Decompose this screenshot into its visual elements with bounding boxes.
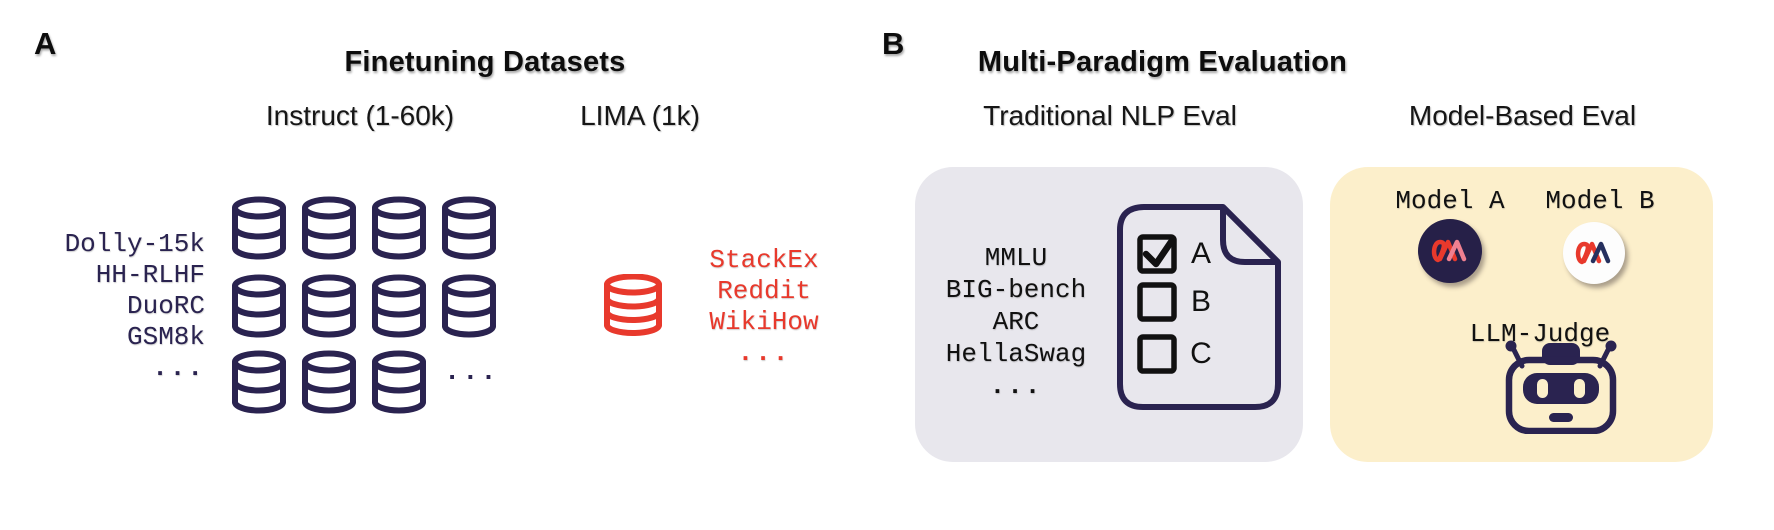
benchmark-name: BIG-bench bbox=[945, 275, 1087, 305]
model-b-logo bbox=[1563, 222, 1625, 284]
dataset-name: GSM8k bbox=[126, 322, 205, 352]
model-based-eval-heading: Model-Based Eval bbox=[1408, 100, 1637, 131]
panel-a-title: Finetuning Datasets bbox=[344, 46, 626, 78]
benchmark-name: HellaSwag bbox=[945, 339, 1087, 369]
panel-b-label: B bbox=[882, 26, 905, 61]
llm-judge-label: LLM-Judge bbox=[1469, 319, 1611, 349]
dataset-name: Dolly-15k bbox=[64, 229, 205, 259]
traditional-eval-panel bbox=[915, 167, 1303, 462]
model-based-eval-panel bbox=[1330, 167, 1713, 462]
model-a-squiggle-icon bbox=[1431, 239, 1467, 263]
panel-b-title: Multi-Paradigm Evaluation bbox=[977, 46, 1348, 78]
database-icon bbox=[300, 274, 358, 338]
checkmark-icon bbox=[1142, 238, 1175, 268]
answer-option-a: A bbox=[1190, 237, 1211, 270]
benchmark-name: ARC bbox=[992, 307, 1040, 337]
model-a-logo bbox=[1418, 219, 1482, 283]
model-b-squiggle-icon bbox=[1575, 241, 1611, 265]
traditional-eval-heading: Traditional NLP Eval bbox=[983, 100, 1237, 131]
database-icon bbox=[300, 196, 358, 260]
dataset-name: DuoRC bbox=[126, 291, 205, 321]
robot-judge-icon bbox=[1505, 340, 1617, 434]
checkbox-a-checked bbox=[1137, 234, 1177, 274]
dataset-list-ellipsis: ... bbox=[152, 353, 205, 383]
checkbox-c bbox=[1137, 334, 1177, 374]
lima-heading: LIMA (1k) bbox=[580, 100, 700, 131]
answer-option-b: B bbox=[1190, 285, 1211, 318]
db-grid-row-1 bbox=[230, 196, 498, 260]
database-icon bbox=[440, 274, 498, 338]
database-icon bbox=[370, 274, 428, 338]
database-icon bbox=[300, 350, 358, 414]
lima-database-icon bbox=[601, 274, 665, 336]
dataset-name: HH-RLHF bbox=[95, 260, 205, 290]
model-a-label: Model A bbox=[1395, 186, 1505, 216]
db-grid-row-3 bbox=[230, 350, 428, 414]
database-icon bbox=[230, 196, 288, 260]
database-icon bbox=[370, 196, 428, 260]
panel-a-label: A bbox=[34, 26, 57, 61]
lima-source: StackEx bbox=[709, 245, 819, 275]
lima-source: Reddit bbox=[717, 276, 811, 306]
lima-source-list: StackEx Reddit WikiHow ... bbox=[697, 245, 831, 369]
checkbox-b bbox=[1137, 282, 1177, 322]
lima-list-ellipsis: ... bbox=[737, 338, 791, 368]
benchmark-name: MMLU bbox=[984, 243, 1048, 273]
db-grid-row-2 bbox=[230, 274, 498, 338]
db-grid-ellipsis: ... bbox=[444, 358, 499, 388]
database-icon bbox=[370, 350, 428, 414]
document-checklist-icon bbox=[1117, 204, 1281, 410]
instruct-heading: Instruct (1-60k) bbox=[265, 100, 455, 131]
database-icon bbox=[230, 350, 288, 414]
benchmark-list: MMLU BIG-bench ARC HellaSwag ... bbox=[916, 242, 1116, 402]
database-icon bbox=[440, 196, 498, 260]
answer-option-c: C bbox=[1190, 337, 1212, 370]
database-icon bbox=[230, 274, 288, 338]
instruct-dataset-list: Dolly-15k HH-RLHF DuoRC GSM8k ... bbox=[48, 229, 205, 384]
benchmark-list-ellipsis: ... bbox=[989, 371, 1043, 401]
lima-source: WikiHow bbox=[709, 307, 819, 337]
model-b-label: Model B bbox=[1545, 186, 1655, 216]
